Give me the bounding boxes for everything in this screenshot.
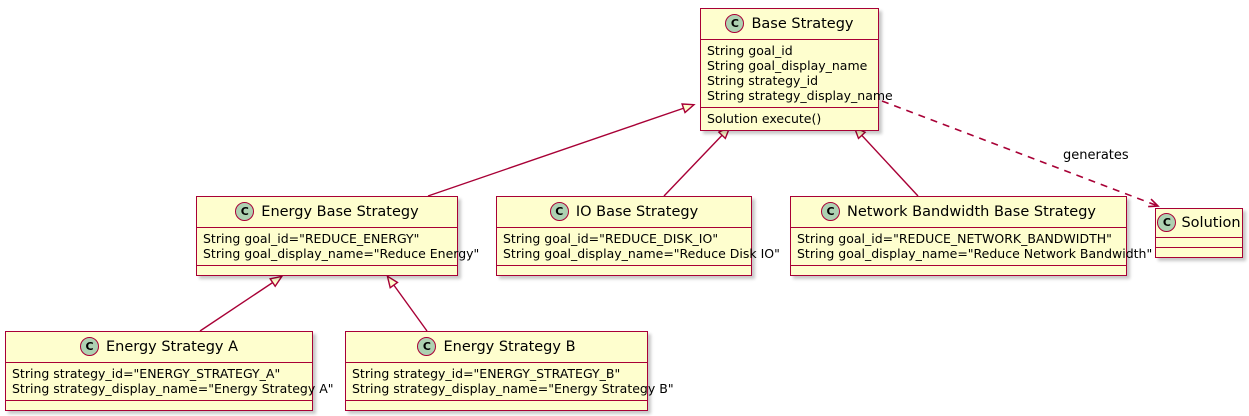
class-attribute: String goal_display_name="Reduce Network… — [797, 246, 1153, 261]
class-methods — [1156, 248, 1242, 257]
class-stereotype-icon: C — [1157, 213, 1177, 232]
class-attributes: String goal_id="REDUCE_DISK_IO" String g… — [497, 228, 780, 266]
connector-strategy-b-to-energy-base — [388, 277, 428, 332]
class-attribute: String goal_id — [707, 43, 793, 58]
class-attributes: String goal_id="REDUCE_ENERGY" String go… — [197, 228, 480, 266]
class-attribute: String strategy_display_name="Energy Str… — [352, 381, 674, 396]
class-attribute: String goal_id="REDUCE_ENERGY" — [203, 231, 420, 246]
class-stereotype-icon: C — [235, 202, 255, 221]
class-title: Energy Strategy B — [443, 338, 576, 355]
class-io-base-strategy[interactable]: C IO Base Strategy String goal_id="REDUC… — [496, 196, 780, 276]
class-methods — [197, 266, 457, 275]
connector-energy-base-to-base — [427, 105, 693, 197]
class-methods — [791, 266, 1126, 275]
class-header: C Energy Strategy B — [346, 332, 647, 363]
class-title: Energy Base Strategy — [261, 203, 419, 220]
class-energy-base-strategy[interactable]: C Energy Base Strategy String goal_id="R… — [196, 196, 480, 276]
relation-label-generates: generates — [1063, 148, 1129, 163]
class-title: Energy Strategy A — [105, 338, 239, 355]
class-header: C IO Base Strategy — [497, 197, 751, 228]
class-header: C Solution — [1156, 209, 1242, 238]
class-title: Solution — [1181, 214, 1241, 231]
class-attribute: String goal_id="REDUCE_DISK_IO" — [503, 231, 719, 246]
class-base-strategy[interactable]: C Base Strategy String goal_id String go… — [700, 8, 893, 131]
class-title: IO Base Strategy — [575, 203, 699, 220]
class-attribute: String strategy_display_name="Energy Str… — [12, 381, 334, 396]
class-header: C Network Bandwidth Base Strategy — [791, 197, 1126, 228]
class-attributes: String strategy_id="ENERGY_STRATEGY_A" S… — [6, 363, 334, 401]
class-stereotype-icon: C — [417, 337, 437, 356]
connector-strategy-a-to-energy-base — [199, 277, 281, 332]
class-header: C Energy Strategy A — [6, 332, 312, 363]
class-attributes: String goal_id String goal_display_name … — [701, 40, 893, 108]
class-header: C Energy Base Strategy — [197, 197, 457, 228]
connector-io-base-to-base — [663, 128, 729, 197]
class-methods — [346, 401, 647, 410]
class-attributes — [1156, 238, 1242, 248]
class-stereotype-icon: C — [549, 202, 569, 221]
class-attribute: String strategy_id="ENERGY_STRATEGY_B" — [352, 366, 621, 381]
class-attribute: String goal_display_name="Reduce Energy" — [203, 246, 480, 261]
class-title: Network Bandwidth Base Strategy — [847, 203, 1096, 220]
class-energy-strategy-b[interactable]: C Energy Strategy B String strategy_id="… — [345, 331, 674, 411]
class-methods — [497, 266, 751, 275]
class-methods: Solution execute() — [701, 108, 878, 130]
class-stereotype-icon: C — [725, 14, 745, 33]
class-attribute: String goal_display_name — [707, 58, 868, 73]
class-attribute: String goal_id="REDUCE_NETWORK_BANDWIDTH… — [797, 231, 1112, 246]
class-stereotype-icon: C — [821, 202, 840, 221]
class-methods — [6, 401, 312, 410]
class-solution[interactable]: C Solution — [1155, 208, 1243, 258]
class-stereotype-icon: C — [79, 337, 99, 356]
class-header: C Base Strategy — [701, 9, 878, 40]
class-attribute: String strategy_id="ENERGY_STRATEGY_A" — [12, 366, 281, 381]
class-attribute: String strategy_display_name — [707, 88, 893, 103]
class-network-bandwidth-base-strategy[interactable]: C Network Bandwidth Base Strategy String… — [790, 196, 1153, 276]
class-attribute: String goal_display_name="Reduce Disk IO… — [503, 246, 780, 261]
connector-network-base-to-base — [855, 128, 919, 197]
class-attributes: String strategy_id="ENERGY_STRATEGY_B" S… — [346, 363, 674, 401]
class-attributes: String goal_id="REDUCE_NETWORK_BANDWIDTH… — [791, 228, 1153, 266]
class-method: Solution execute() — [707, 111, 822, 126]
class-energy-strategy-a[interactable]: C Energy Strategy A String strategy_id="… — [5, 331, 334, 411]
class-attribute: String strategy_id — [707, 73, 819, 88]
class-title: Base Strategy — [751, 15, 854, 32]
